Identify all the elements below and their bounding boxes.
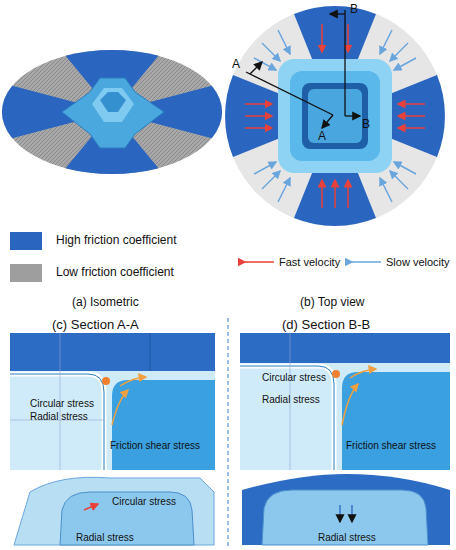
stress-label: Radial stress (318, 532, 376, 544)
stress-label: Radial stress (76, 532, 134, 544)
stress-label: Circular stress (112, 496, 176, 508)
section-letter: B (350, 3, 358, 17)
legend-swatch (10, 264, 42, 282)
stress-label: Circular stress (30, 398, 94, 410)
panel-caption: (a) Isometric (72, 296, 139, 310)
legend-text: Low friction coefficient (56, 266, 174, 280)
panel-caption: (d) Section B-B (282, 318, 370, 333)
stress-label: Friction shear stress (346, 440, 436, 452)
velocity-key: Slow velocity (386, 256, 450, 269)
stress-label: Circular stress (262, 372, 326, 384)
stress-label: Radial stress (30, 411, 88, 423)
stress-label: Radial stress (262, 394, 320, 406)
stress-label: Friction shear stress (110, 440, 200, 452)
section-letter: A (318, 130, 326, 144)
velocity-key: Fast velocity (279, 256, 340, 269)
legend-swatch (10, 232, 42, 250)
section-letter: A (232, 58, 240, 72)
panel-caption: (c) Section A-A (52, 318, 139, 333)
section-letter: B (362, 118, 370, 132)
panel-caption: (b) Top view (300, 296, 364, 310)
legend-text: High friction coefficient (56, 234, 177, 248)
